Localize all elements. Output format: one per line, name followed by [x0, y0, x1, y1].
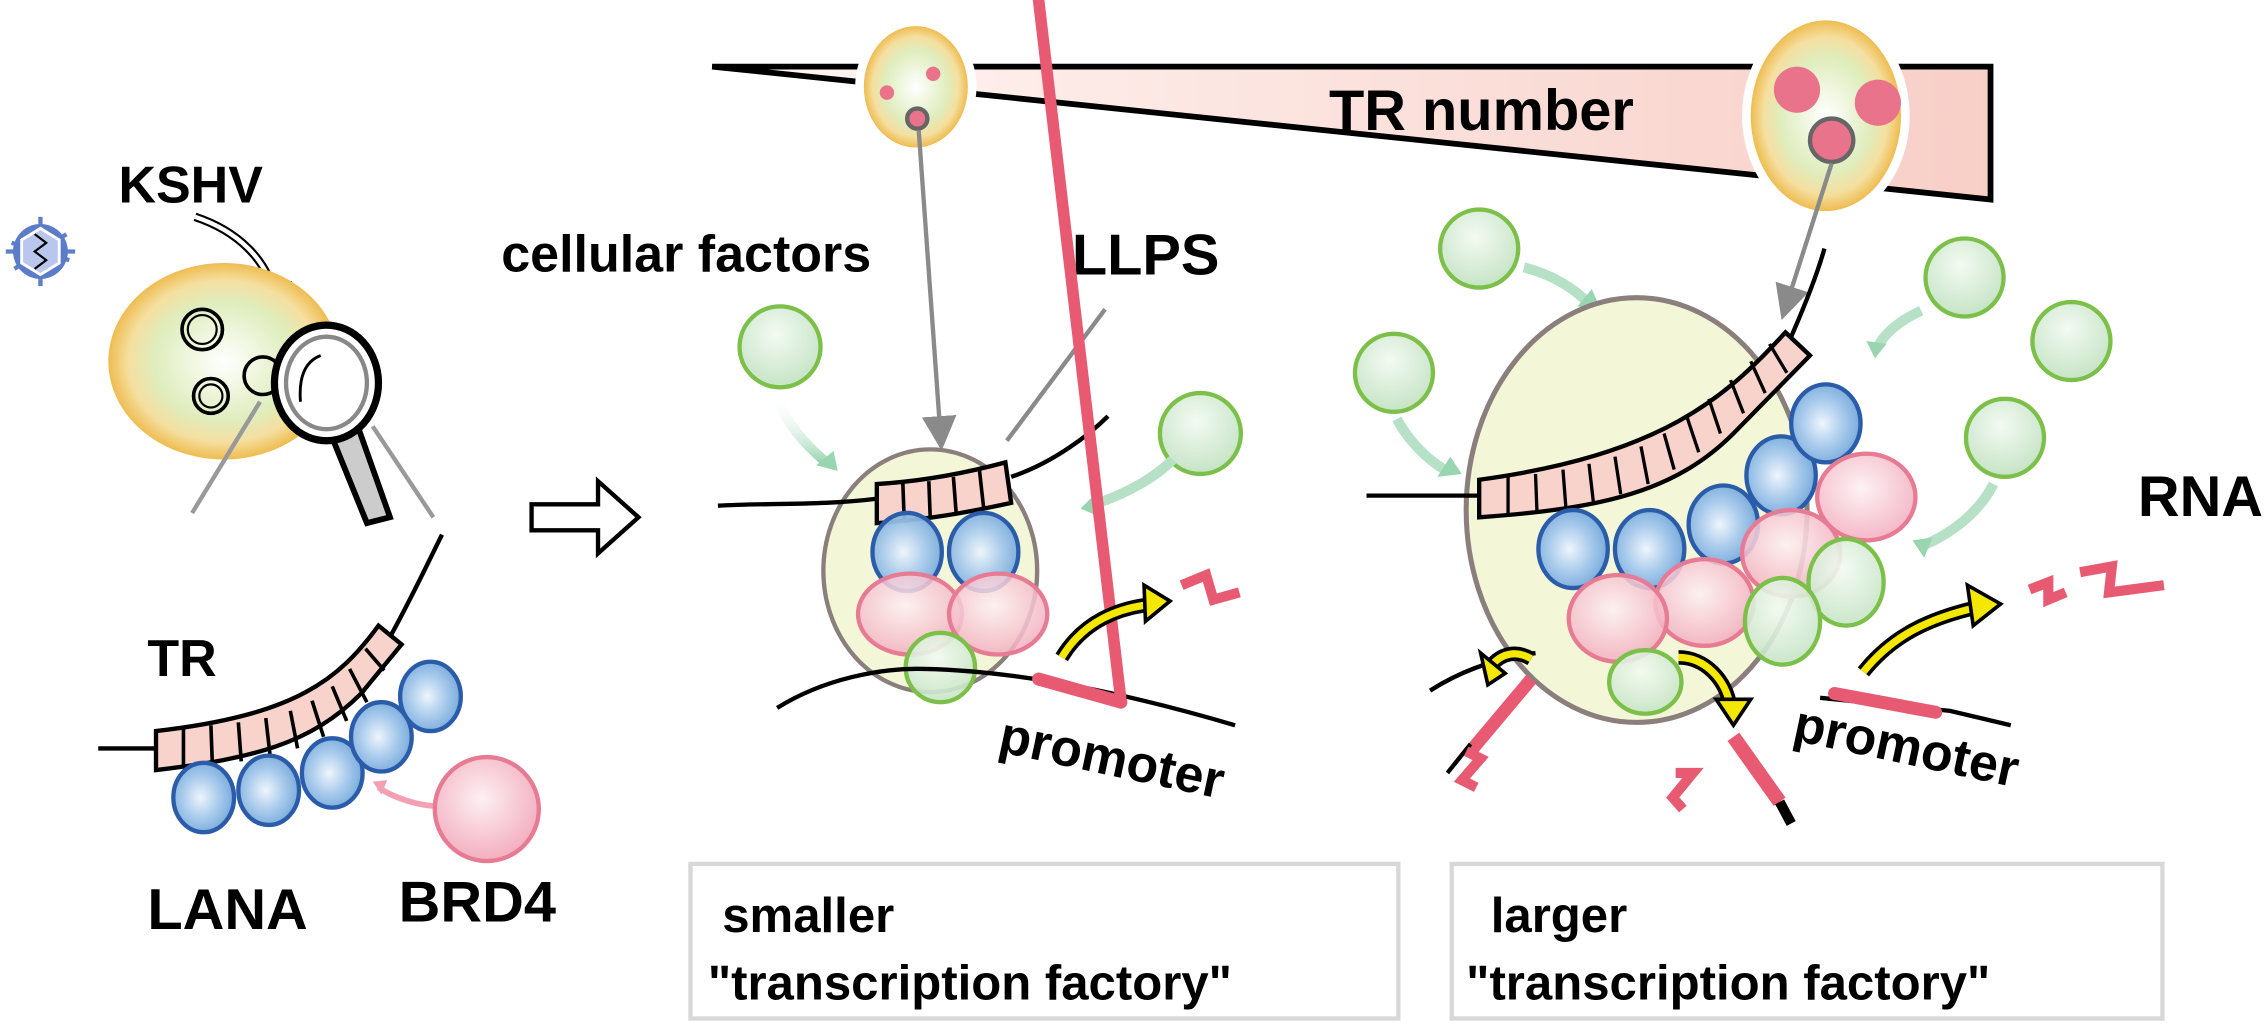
cellular-factor — [737, 304, 838, 472]
hollow-right-arrow-icon — [529, 476, 642, 559]
promoter-region — [1032, 672, 1128, 709]
rna-transcript — [1179, 568, 1241, 606]
cellular-factor — [1352, 331, 1462, 477]
promoter-region — [1828, 687, 1943, 719]
small-nucleus-icon — [855, 17, 977, 451]
cellular-factors-label: cellular factors — [501, 226, 871, 284]
lana-cluster-left — [171, 659, 463, 835]
transcription-arrow-icon — [1857, 581, 2004, 677]
small-transcription-factory-droplet — [717, 414, 1110, 705]
larger-caption-line1: larger — [1491, 889, 1628, 943]
tr-repeats-left — [153, 622, 405, 773]
lana-label: LANA — [147, 878, 307, 942]
brd4-label: BRD4 — [399, 871, 556, 935]
larger-caption-line2: "transcription factory" — [1466, 957, 1990, 1011]
promoter-label: promoter — [994, 706, 1229, 810]
tr-number-wedge: TR number — [711, 63, 1994, 203]
cellular-factor — [1438, 207, 1601, 310]
smaller-caption-line2: "transcription factory" — [708, 957, 1232, 1011]
kshv-label: KSHV — [118, 156, 263, 214]
brd4-protein-left — [372, 754, 541, 864]
transcription-arrow-icon — [1055, 581, 1174, 662]
tr-label: TR — [147, 630, 216, 688]
cellular-factor — [1866, 236, 2006, 359]
kshv-virion — [5, 216, 76, 287]
magnifying-glass-icon — [190, 321, 436, 527]
cellular-factor — [2030, 299, 2113, 383]
transcription-arrow-icon — [1477, 646, 1535, 688]
smaller-caption-line1: smaller — [722, 889, 894, 943]
smaller-factory-caption-box: smaller "transcription factory" — [688, 861, 1401, 1021]
cellular-factor — [1912, 396, 2047, 558]
larger-factory-caption-box: larger "transcription factory" — [1449, 861, 2165, 1021]
transcription-arrow-icon — [1678, 650, 1755, 729]
rnas-label: RNAs — [2138, 465, 2265, 529]
tr-number-label: TR number — [1329, 79, 1634, 143]
llps-label: LLPS — [1072, 224, 1220, 288]
large-transcription-factory-droplet — [1366, 248, 1918, 725]
rna-transcripts — [1453, 560, 2165, 813]
large-nucleus-icon — [1742, 11, 1910, 321]
promoter-region — [1032, 0, 1127, 707]
cellular-factor — [1080, 390, 1244, 518]
